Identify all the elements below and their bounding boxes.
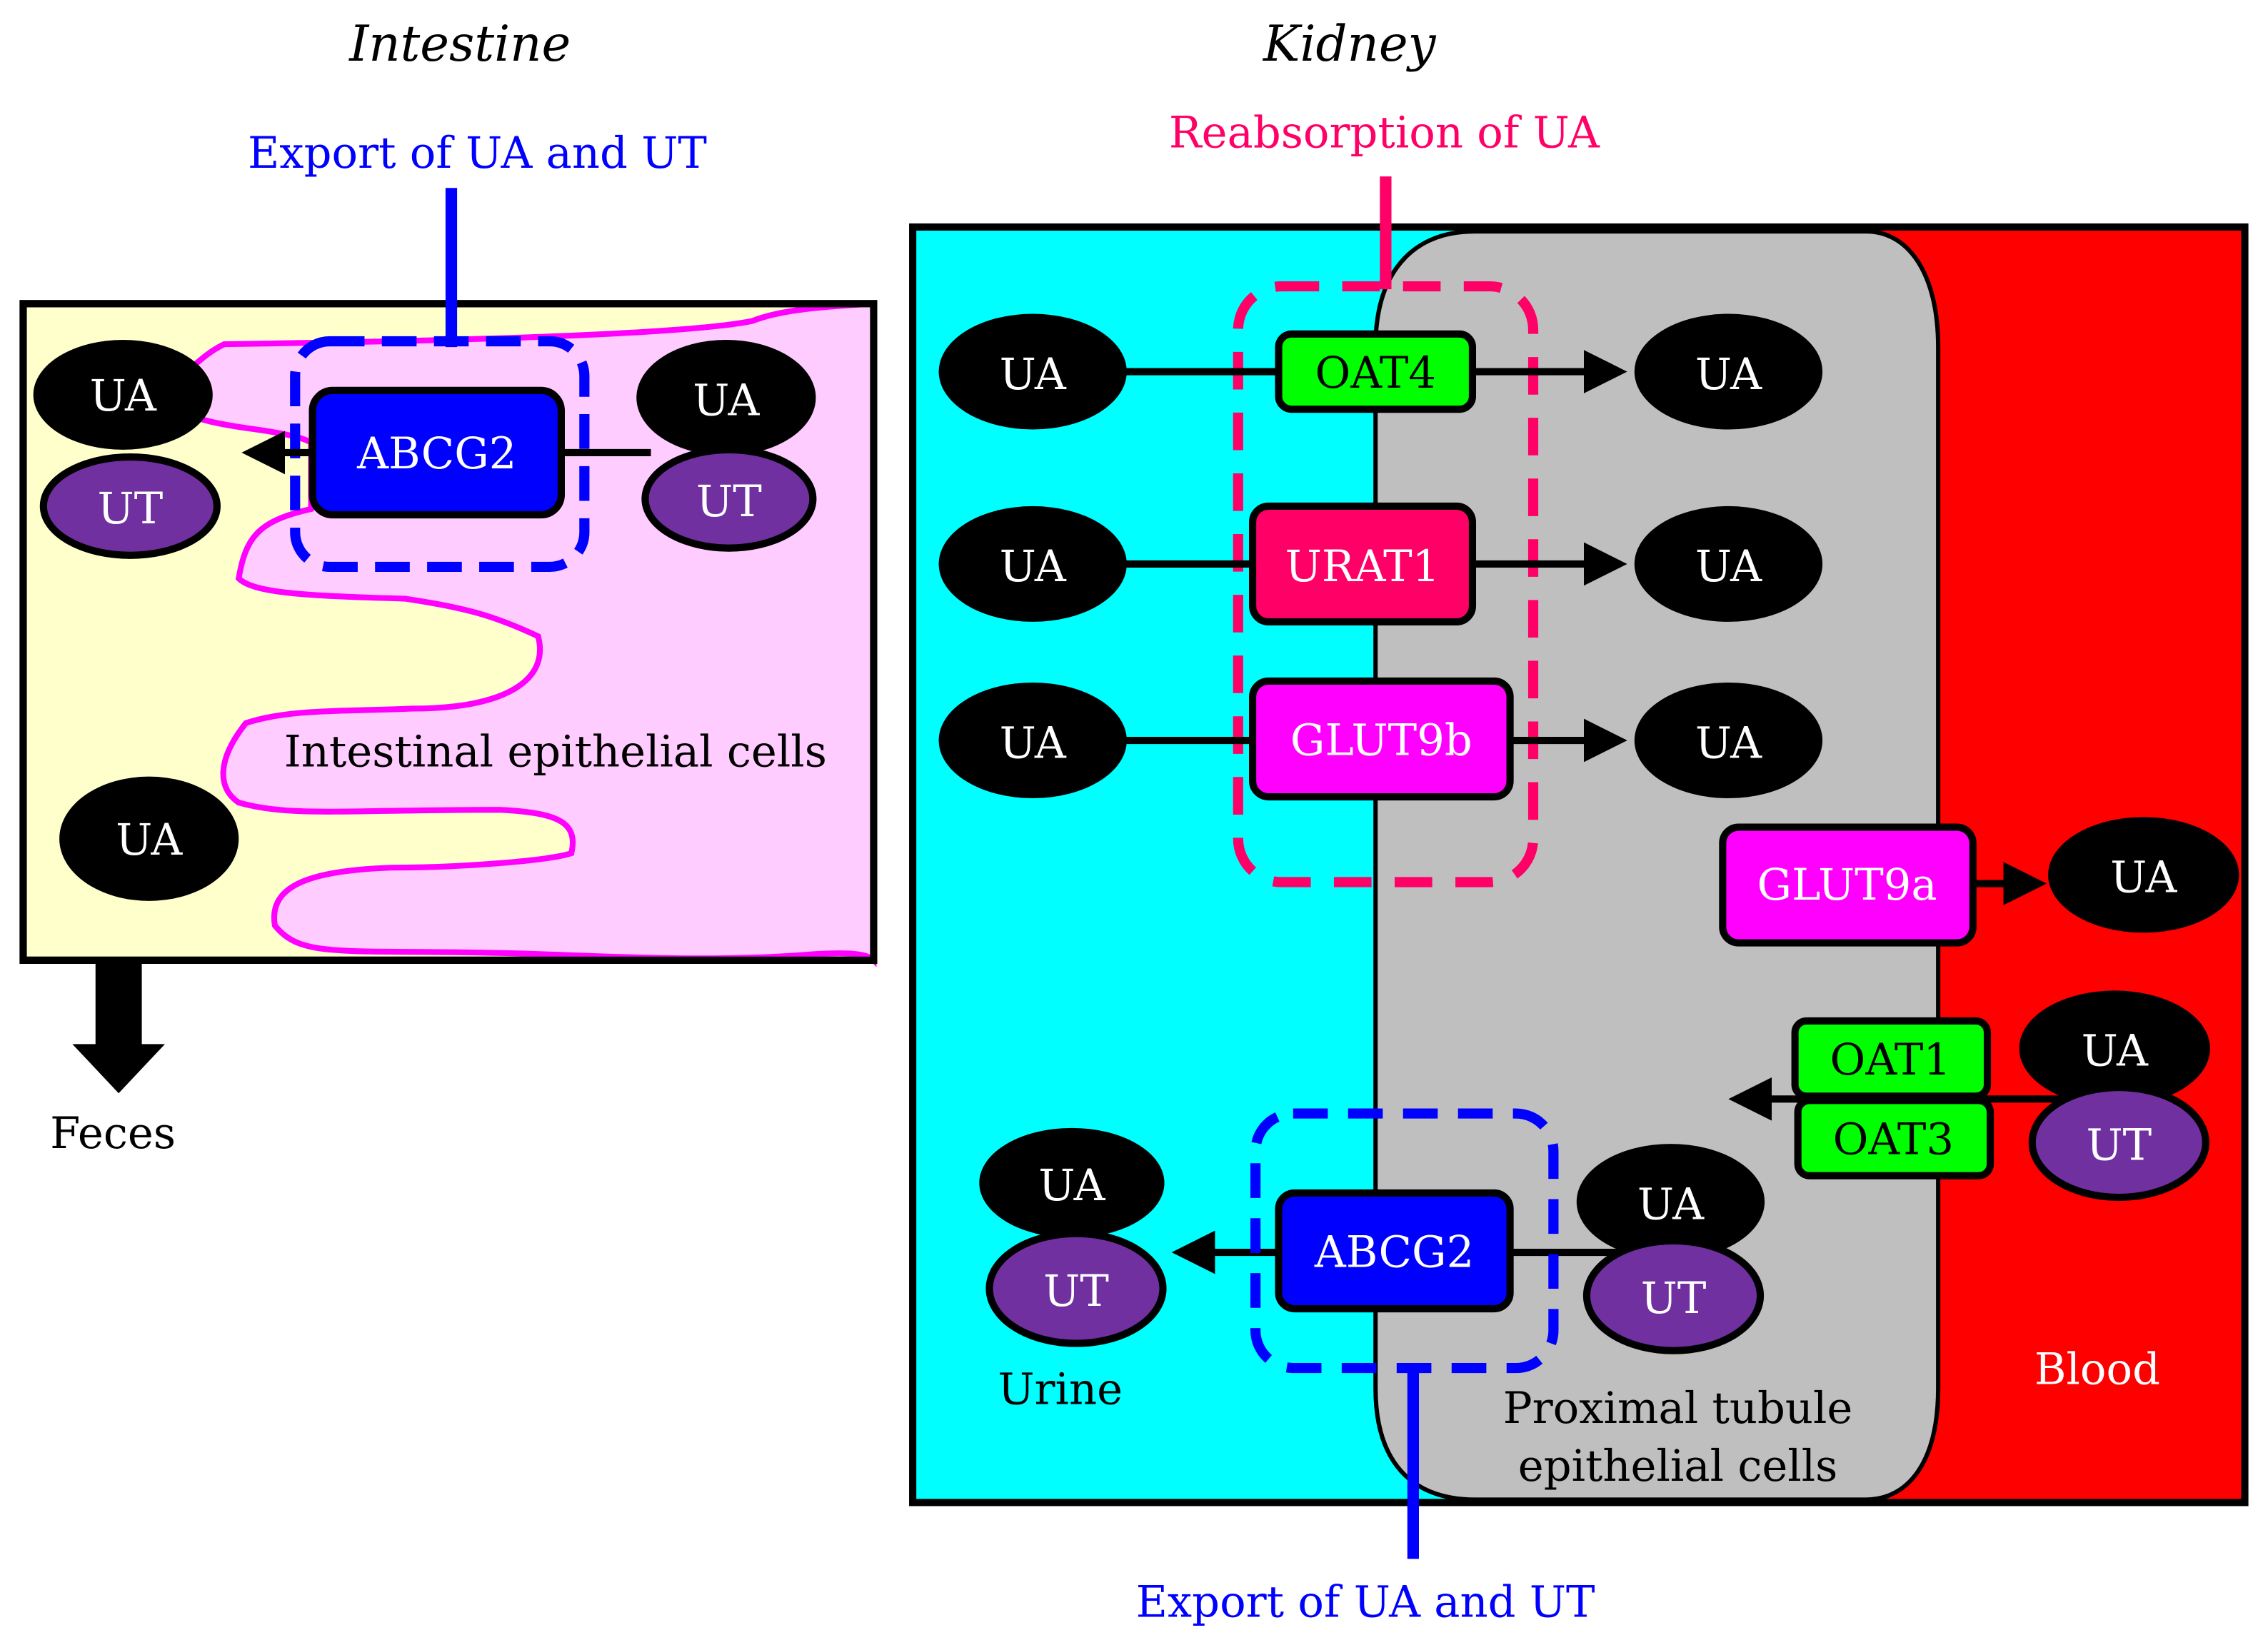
svg-text:UT: UT xyxy=(98,484,164,534)
intestine-left-ut: UT xyxy=(39,453,221,559)
urine-label: Urine xyxy=(998,1365,1123,1415)
svg-text:UA: UA xyxy=(693,376,760,426)
svg-text:UA: UA xyxy=(116,815,183,865)
oat1-label: OAT1 xyxy=(1830,1035,1952,1085)
reabsorption-row-oat4: UA OAT4 UA xyxy=(938,313,1823,430)
kidney-abcg2-group: ABCG2 UA UT UA UT xyxy=(979,1108,1765,1374)
svg-text:UA: UA xyxy=(1000,542,1067,592)
intestine-left-ua: UA xyxy=(33,339,213,450)
cell-ua xyxy=(1576,1144,1765,1260)
glut9a-label: GLUT9a xyxy=(1757,860,1937,910)
tubule-cells-label-line1: Proximal tubule xyxy=(1503,1384,1853,1434)
svg-text:UT: UT xyxy=(1641,1274,1707,1324)
urine-ua xyxy=(979,1127,1165,1238)
glut9b-label: GLUT9b xyxy=(1290,715,1472,765)
reabsorption-row-glut9b: UA GLUT9b UA xyxy=(938,677,1823,801)
blood-ua xyxy=(2048,817,2239,933)
cell-ua xyxy=(1634,313,1823,430)
intestine-right-ut: UT xyxy=(641,446,817,552)
svg-text:UT: UT xyxy=(696,477,762,527)
svg-text:UA: UA xyxy=(2110,853,2177,903)
urine-ut xyxy=(985,1229,1167,1347)
urine-ua xyxy=(938,505,1127,622)
cell-ut xyxy=(1582,1237,1765,1354)
intestine-right-ua: UA xyxy=(636,339,816,456)
blood-ut xyxy=(2028,1084,2209,1202)
svg-text:UA: UA xyxy=(1695,350,1762,400)
intestine-abcg2-transporter: ABCG2 xyxy=(308,386,565,519)
svg-text:UA: UA xyxy=(1038,1161,1105,1211)
svg-text:UT: UT xyxy=(1043,1267,1109,1317)
svg-text:UT: UT xyxy=(2086,1120,2152,1170)
svg-text:UA: UA xyxy=(90,371,157,421)
blood-ua xyxy=(2019,990,2210,1107)
intestinal-cells-label: Intestinal epithelial cells xyxy=(284,727,827,777)
svg-text:UA: UA xyxy=(1637,1179,1705,1229)
oat4-label: OAT4 xyxy=(1315,348,1436,398)
oat3-label: OAT3 xyxy=(1833,1115,1955,1164)
kidney-panel: Kidney Reabsorption of UA UA OAT4 UA UA … xyxy=(909,16,2249,1627)
intestine-abcg2-label: ABCG2 xyxy=(356,429,516,479)
kidney-box-border xyxy=(909,223,2249,1506)
kidney-abcg2-label: ABCG2 xyxy=(1314,1227,1474,1277)
urine-ua xyxy=(938,682,1127,799)
svg-text:UA: UA xyxy=(1000,350,1067,400)
reabsorption-row-urat1: UA URAT1 UA xyxy=(938,502,1823,625)
cell-ua xyxy=(1634,682,1823,799)
kidney-title: Kidney xyxy=(1262,16,1437,73)
blood-label: Blood xyxy=(2034,1344,2160,1394)
reabsorption-label: Reabsorption of UA xyxy=(1169,109,1600,159)
svg-text:UA: UA xyxy=(1695,542,1762,592)
feces-arrow-icon xyxy=(72,960,165,1094)
svg-text:UA: UA xyxy=(1695,718,1762,768)
svg-text:UA: UA xyxy=(2082,1027,2149,1077)
glut9a-transporter-group: GLUT9a UA xyxy=(1719,817,2239,947)
oat1-oat3-transporter-group: OAT1 OAT3 UA UT xyxy=(1728,990,2210,1202)
intestine-panel: Intestine Export of UA and UT ABCG2 UA U… xyxy=(19,16,878,1159)
feces-label: Feces xyxy=(50,1109,176,1159)
urine-ua xyxy=(938,313,1127,430)
intestine-lumen-ua: UA xyxy=(59,776,239,901)
intestine-title: Intestine xyxy=(348,16,571,73)
svg-text:UA: UA xyxy=(1000,718,1067,768)
kidney-export-label: Export of UA and UT xyxy=(1136,1577,1595,1627)
intestine-export-label: Export of UA and UT xyxy=(248,129,707,178)
cell-ua xyxy=(1634,505,1823,622)
urat1-label: URAT1 xyxy=(1285,542,1440,592)
kidney-export-dashed-box xyxy=(1250,1108,1559,1374)
tubule-cells-label-line2: epithelial cells xyxy=(1518,1442,1838,1491)
